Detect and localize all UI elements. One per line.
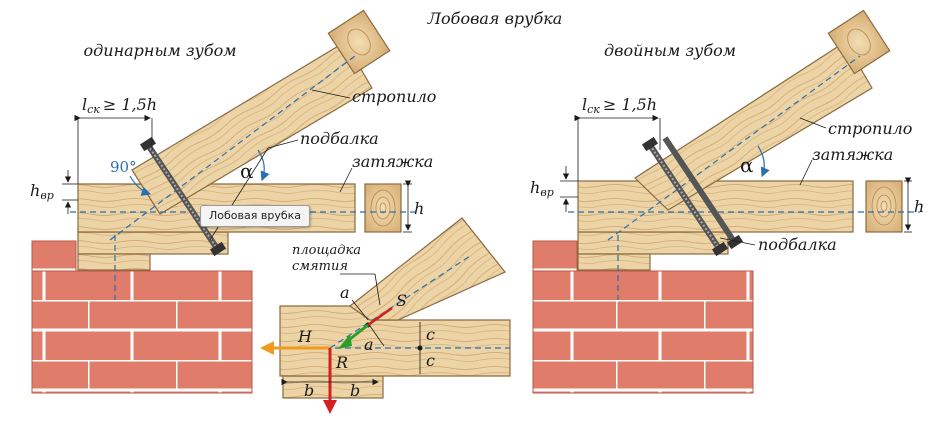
left-joist-support	[77, 253, 151, 271]
detail-b-left: b	[304, 381, 314, 400]
left-hvr-letter: h	[30, 181, 40, 200]
left-length-rest: ≥ 1,5h	[103, 95, 157, 114]
left-heading: одинарным зубом	[84, 41, 237, 60]
right-h-dimension: h	[904, 177, 924, 233]
right-diagram: двойным зубом	[530, 9, 924, 394]
left-h-label: h	[414, 199, 424, 218]
right-joist-support	[577, 253, 651, 271]
detail-c-top: c	[426, 325, 435, 344]
right-rafter-label: стропило	[828, 119, 912, 138]
right-heading: двойным зубом	[604, 41, 736, 60]
detail-b-right: b	[350, 381, 360, 400]
detail-c-bottom: c	[426, 351, 435, 370]
left-angle-90-arc	[129, 175, 152, 196]
left-h-dimension: h	[403, 180, 424, 233]
right-length-letter: l	[582, 95, 587, 114]
left-hvr-sub: вр	[40, 189, 53, 202]
detail-s-force	[367, 306, 393, 327]
svg-text:lск≥ 1,5h: lск≥ 1,5h	[82, 95, 157, 116]
right-bolt	[641, 136, 744, 257]
right-alpha: α	[740, 153, 754, 177]
detail-h-label: H	[297, 327, 313, 346]
svg-text:hвр: hвр	[30, 181, 54, 202]
right-hvr-letter: h	[530, 178, 540, 197]
detail-rafter	[348, 217, 506, 321]
detail-bearing-line1: площадка	[292, 243, 361, 258]
diagram-title: Лобовая врубка	[427, 9, 563, 28]
left-hvr-dimension: hвр	[30, 170, 78, 214]
right-tie-label: затяжка	[812, 145, 893, 164]
hover-tooltip: Лобовая врубка	[200, 205, 310, 227]
right-hvr-dimension: hвр	[530, 166, 578, 212]
detail-a-top: a	[340, 283, 350, 302]
svg-text:hвр: hвр	[530, 178, 554, 199]
detail-r-label: R	[335, 353, 348, 372]
right-hvr-sub: вр	[540, 186, 553, 199]
right-joist-label: подбалка	[758, 235, 837, 254]
detail-s-label: S	[396, 291, 407, 310]
left-alpha: α	[240, 159, 254, 183]
left-length-sub: ск	[87, 103, 100, 116]
left-length-letter: l	[82, 95, 87, 114]
right-tie-end-grain	[865, 180, 903, 233]
svg-text:lск≥ 1,5h: lск≥ 1,5h	[582, 95, 657, 116]
detail-bearing-block	[282, 375, 384, 399]
right-length-dimension: lск≥ 1,5h	[574, 95, 661, 181]
left-alpha-arc	[257, 149, 270, 182]
left-rafter-end-grain	[327, 9, 391, 75]
left-joist-label: подбалка	[300, 129, 379, 148]
right-brick-wall	[532, 240, 754, 394]
left-rafter-label: стропило	[352, 87, 436, 106]
right-alpha-arc	[757, 145, 770, 178]
left-length-dimension: lск≥ 1,5h	[74, 95, 157, 184]
left-tie-label: затяжка	[352, 152, 433, 171]
left-angle-90: 90°	[110, 158, 137, 176]
detail-bearing-line2: смятия	[292, 259, 348, 274]
right-tie-beam	[577, 180, 854, 233]
right-length-rest: ≥ 1,5h	[603, 95, 657, 114]
left-tie-end-grain	[364, 183, 402, 233]
right-length-sub: ск	[587, 103, 600, 116]
right-joist-beam	[577, 231, 729, 255]
right-rafter-end-grain	[827, 9, 891, 75]
detail-a-bottom: a	[364, 335, 374, 354]
center-detail: площадка смятия a a S H R c c b b	[260, 217, 511, 414]
left-rafter	[131, 41, 373, 215]
right-rafter	[634, 41, 873, 211]
right-h-label: h	[914, 197, 924, 216]
left-brick-wall	[31, 240, 253, 394]
